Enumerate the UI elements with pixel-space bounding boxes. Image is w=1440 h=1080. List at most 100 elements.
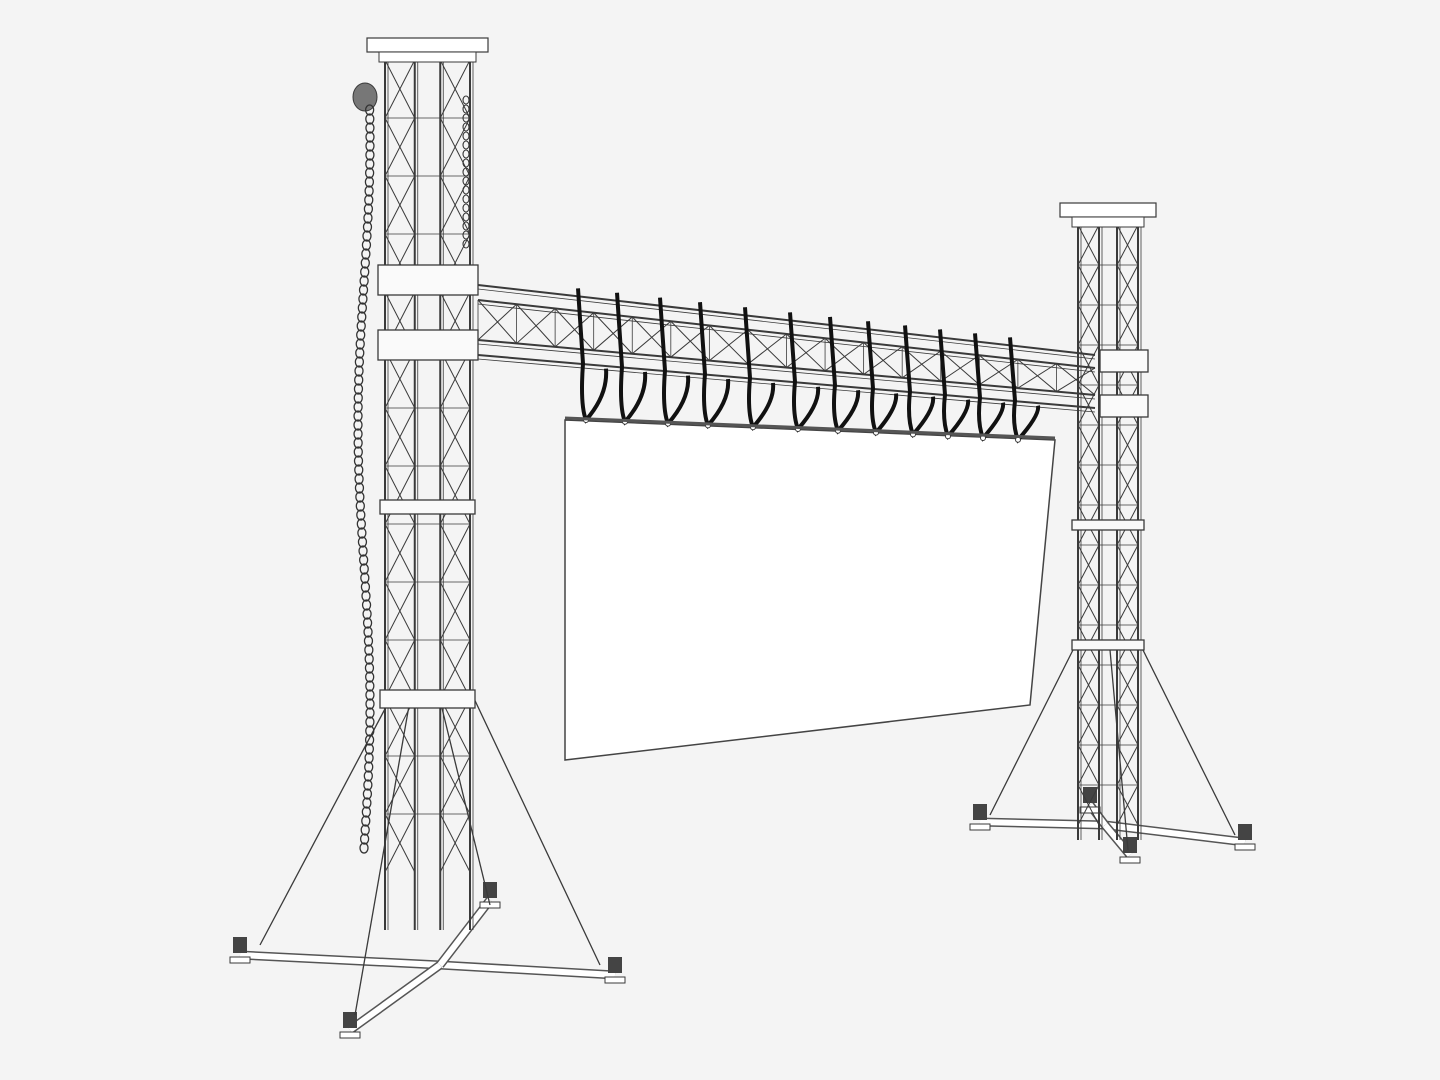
- chain-link: [360, 266, 370, 278]
- right-base-outriggers: [969, 639, 1256, 864]
- tower-brace: [1077, 664, 1100, 706]
- left-base-outriggers: [229, 689, 626, 1039]
- tower-head-block: [1071, 216, 1145, 228]
- chain-hoist: [352, 82, 470, 854]
- chain-link: [364, 662, 375, 674]
- beam-chord: [477, 288, 1096, 360]
- jack-screw: [343, 1012, 357, 1028]
- chain-link: [353, 392, 363, 404]
- beam-brace: [593, 316, 633, 351]
- tower-brace: [439, 755, 471, 815]
- tower-brace: [439, 117, 471, 177]
- tower-brace: [384, 59, 416, 119]
- chain-link: [364, 194, 374, 206]
- tower-brace: [439, 59, 471, 119]
- tower-brace: [1077, 544, 1100, 586]
- chain-link: [353, 428, 363, 440]
- chain-link: [355, 500, 365, 512]
- chain-link: [354, 356, 365, 368]
- chain-link: [363, 212, 373, 224]
- stabilizer-strut: [1137, 639, 1236, 836]
- chain-link: [364, 752, 374, 764]
- beam-chord: [477, 354, 1096, 409]
- tower-brace: [1077, 304, 1100, 346]
- stabilizer-strut: [1109, 649, 1129, 851]
- led-screen: [564, 419, 1056, 761]
- chain-link: [462, 167, 470, 177]
- tower-brace: [439, 581, 471, 641]
- chain-link: [357, 536, 368, 548]
- sleeve-block: [1071, 519, 1145, 531]
- chain-link: [365, 707, 375, 719]
- jack-screw: [483, 882, 497, 898]
- chain-link: [462, 194, 470, 204]
- outrigger-leg: [437, 898, 493, 967]
- chain-link: [462, 104, 470, 114]
- chain-link: [354, 473, 364, 485]
- chain-link: [353, 446, 363, 458]
- foot-pad: [339, 1031, 361, 1039]
- chain-link: [365, 725, 375, 737]
- chain-link: [354, 464, 364, 476]
- chain-link: [360, 581, 371, 593]
- chain-link: [462, 149, 470, 159]
- tower-brace: [1077, 264, 1100, 306]
- chain-link: [365, 131, 375, 143]
- sleeve-block: [379, 499, 476, 515]
- chain-link: [462, 212, 470, 222]
- chain-link: [356, 509, 366, 521]
- beam-brace: [477, 303, 517, 341]
- chain-link: [364, 761, 374, 773]
- jack-screw: [608, 957, 622, 973]
- chain-link: [364, 167, 375, 179]
- right-truss-tower: [1059, 202, 1157, 840]
- chain-link: [364, 104, 375, 116]
- chain-link: [462, 113, 470, 123]
- chain-link: [355, 491, 365, 503]
- chain-link: [362, 230, 372, 242]
- hoist-motor: [352, 82, 378, 112]
- tower-brace: [1116, 464, 1139, 506]
- foot-pad: [1119, 856, 1141, 864]
- tower-brace: [384, 755, 416, 815]
- chain-link: [462, 230, 470, 240]
- sleeve-block: [1099, 349, 1149, 373]
- chain-link: [462, 239, 470, 249]
- chain-link: [360, 824, 370, 836]
- chain-link: [365, 122, 375, 134]
- tower-brace: [384, 175, 416, 235]
- outrigger-leg: [239, 952, 441, 968]
- chain-link: [365, 113, 375, 125]
- tower-brace: [384, 407, 416, 467]
- tower-brace: [1077, 464, 1100, 506]
- stabilizer-strut: [469, 689, 601, 966]
- beam-brace: [1017, 363, 1057, 389]
- chain-link: [358, 284, 369, 296]
- tower-brace: [1077, 424, 1100, 466]
- chain-link: [462, 185, 470, 195]
- jack-screw: [233, 937, 247, 953]
- chain-link: [462, 203, 470, 213]
- tower-top-plate: [1059, 202, 1157, 218]
- tower-brace: [1116, 224, 1139, 266]
- stabilizer-strut: [259, 689, 396, 946]
- chain-link: [359, 563, 369, 575]
- tower-brace: [1116, 584, 1139, 626]
- tower-brace: [439, 407, 471, 467]
- chain-link: [356, 518, 366, 530]
- chain-link: [365, 716, 375, 728]
- chain-link: [365, 149, 375, 161]
- tower-brace: [1077, 384, 1100, 426]
- chain-link: [354, 374, 364, 386]
- chain-link: [361, 239, 372, 251]
- chain-link: [361, 815, 371, 827]
- jack-screw: [1238, 824, 1252, 840]
- chain-link: [363, 626, 373, 638]
- jack-screw: [1123, 837, 1137, 853]
- chain-link: [353, 419, 363, 431]
- sleeve-block: [377, 264, 479, 296]
- tower-brace: [1116, 544, 1139, 586]
- outrigger-leg: [348, 962, 442, 1033]
- chain-link: [364, 185, 374, 197]
